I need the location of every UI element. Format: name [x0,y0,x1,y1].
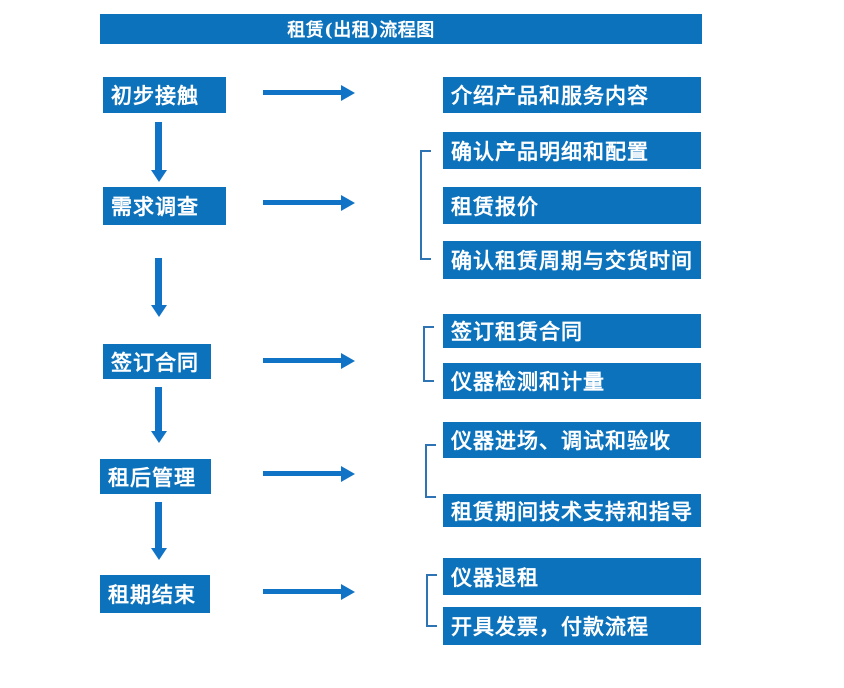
bracket-stage4-details [425,444,436,498]
stage-box-demand-survey: 需求调查 [103,187,226,225]
stage-box-sign-contract: 签订合同 [103,344,211,379]
detail-box-invoice-payment: 开具发票，付款流程 [443,607,701,645]
down-arrow-stage2-to-stage3 [150,258,167,317]
detail-box-sign-rental-contract: 签订租赁合同 [443,314,701,348]
down-arrow-stage3-to-stage4 [150,387,167,443]
stage-box-rental-end: 租期结束 [100,575,210,613]
right-arrow-stage5-to-details [263,583,355,600]
detail-box-introduce-products: 介绍产品和服务内容 [443,77,701,113]
detail-box-technical-support: 租赁期间技术支持和指导 [443,494,701,527]
bracket-stage3-details [423,326,434,382]
detail-box-confirm-period-delivery: 确认租赁周期与交货时间 [443,241,701,279]
detail-box-rental-quote: 租赁报价 [443,187,701,224]
bracket-stage5-details [426,574,437,627]
bracket-stage2-details [420,150,431,260]
detail-box-confirm-product-config: 确认产品明细和配置 [443,132,701,169]
detail-box-instrument-testing: 仪器检测和计量 [443,363,701,399]
flowchart-title: 租赁(出租)流程图 [287,20,435,41]
down-arrow-stage4-to-stage5 [150,502,167,560]
right-arrow-stage4-to-details [263,465,355,482]
stage-box-initial-contact: 初步接触 [103,77,226,113]
right-arrow-stage2-to-details [263,194,355,211]
right-arrow-stage1-to-details [263,84,355,101]
detail-box-instrument-setup-acceptance: 仪器进场、调试和验收 [443,422,701,458]
detail-box-instrument-return: 仪器退租 [443,558,701,595]
down-arrow-stage1-to-stage2 [150,122,167,182]
stage-box-post-rental-management: 租后管理 [100,459,211,494]
right-arrow-stage3-to-details [263,352,355,369]
flowchart-title-bar: 租赁(出租)流程图 [100,14,702,44]
